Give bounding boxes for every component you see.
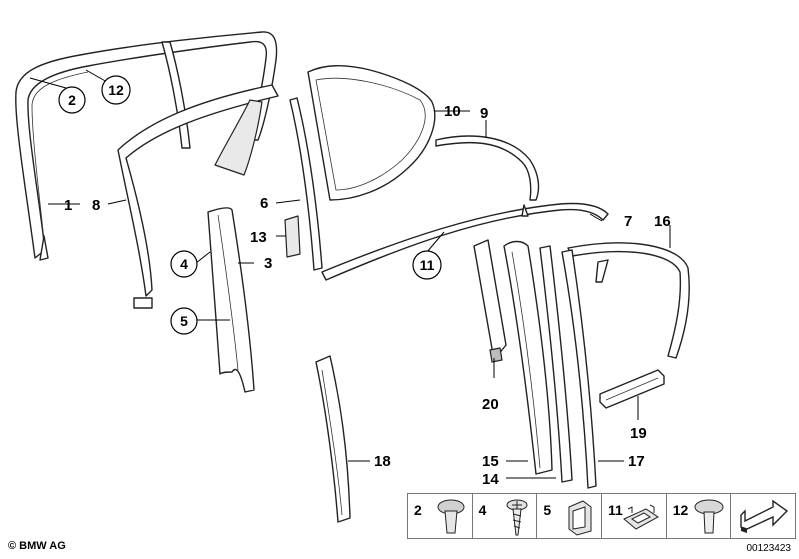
label-1: 1 bbox=[64, 197, 72, 214]
callout-11: 11 bbox=[412, 250, 442, 280]
legend-cell-arrow bbox=[731, 494, 795, 538]
outer-weatherstrip bbox=[567, 242, 690, 359]
inner-frame-seal bbox=[117, 84, 279, 309]
label-12: 12 bbox=[108, 82, 124, 98]
legend-cell-12: 12 bbox=[667, 494, 732, 538]
clip-icon bbox=[568, 500, 592, 536]
label-3: 3 bbox=[264, 255, 272, 272]
legend-number-2: 2 bbox=[414, 502, 422, 518]
pillar-trim bbox=[207, 207, 255, 393]
arrow-icon bbox=[740, 499, 789, 533]
legend-number-11: 11 bbox=[608, 502, 623, 518]
copyright-text: © BMW AG bbox=[8, 540, 66, 552]
holder-clip-icon bbox=[622, 504, 659, 530]
legend-number-5: 5 bbox=[543, 502, 552, 518]
legend-cell-5: 5 bbox=[537, 494, 603, 538]
window-channel-strip bbox=[289, 97, 323, 271]
push-rivet-icon bbox=[437, 499, 465, 534]
label-5: 5 bbox=[180, 313, 188, 329]
expanding-rivet-icon bbox=[694, 499, 724, 534]
callout-4: 4 bbox=[170, 250, 198, 278]
window-guide-rail bbox=[539, 245, 573, 483]
label-6: 6 bbox=[260, 195, 268, 212]
label-2: 2 bbox=[68, 92, 76, 108]
pillar-seal-strip bbox=[561, 249, 597, 489]
legend-number-4: 4 bbox=[478, 502, 487, 518]
label-13: 13 bbox=[250, 229, 267, 246]
label-7: 7 bbox=[624, 213, 632, 230]
label-10: 10 bbox=[444, 103, 461, 120]
label-17: 17 bbox=[628, 453, 645, 470]
lower-pillar-trim bbox=[315, 355, 351, 523]
belt-molding bbox=[321, 202, 609, 281]
label-20: 20 bbox=[482, 396, 499, 413]
b-pillar-cover bbox=[503, 240, 553, 475]
label-9: 9 bbox=[480, 105, 488, 122]
callout-5: 5 bbox=[170, 307, 198, 335]
label-4: 4 bbox=[180, 256, 188, 272]
quarter-window bbox=[307, 65, 436, 201]
callout-12: 12 bbox=[101, 75, 131, 105]
sill-bracket bbox=[599, 369, 665, 409]
fastener-legend: 2 4 5 11 12 bbox=[407, 493, 796, 539]
label-19: 19 bbox=[630, 425, 647, 442]
document-number: 00123423 bbox=[746, 543, 792, 554]
label-8: 8 bbox=[92, 197, 100, 214]
label-18: 18 bbox=[374, 453, 391, 470]
legend-cell-4: 4 bbox=[473, 494, 538, 538]
legend-number-12: 12 bbox=[672, 502, 689, 518]
legend-cell-11: 11 bbox=[602, 494, 667, 538]
screw-icon bbox=[506, 499, 528, 536]
label-11: 11 bbox=[420, 257, 435, 273]
label-15: 15 bbox=[482, 453, 499, 470]
window-guide-channel bbox=[435, 135, 540, 201]
legend-cell-2: 2 bbox=[408, 494, 473, 538]
label-14: 14 bbox=[482, 471, 499, 488]
callout-2: 2 bbox=[58, 86, 86, 114]
small-wedge bbox=[284, 215, 301, 258]
pillar-bracket bbox=[473, 239, 507, 363]
label-16: 16 bbox=[654, 213, 671, 230]
